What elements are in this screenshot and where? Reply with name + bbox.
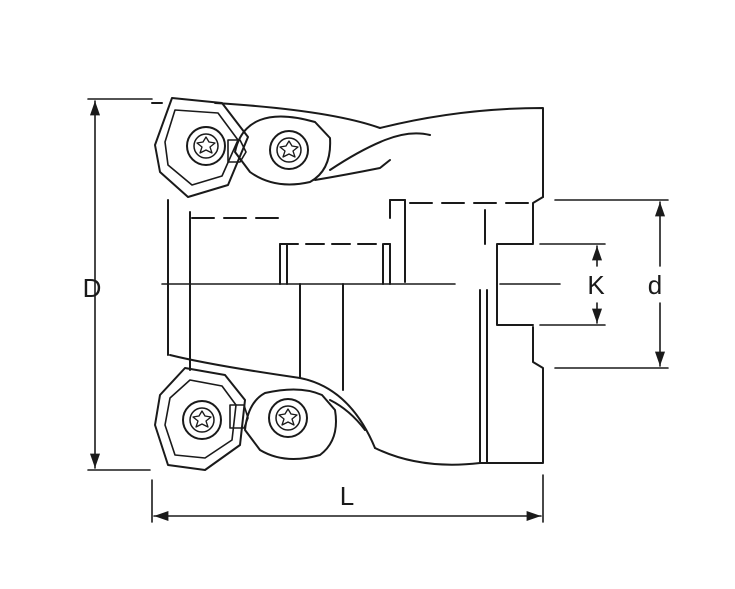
label-k: K: [587, 270, 605, 300]
insert-top-left: [154, 97, 249, 198]
dimension-l: [151, 474, 544, 523]
insert-top-right: [234, 115, 332, 186]
screw-top-left: [186, 126, 226, 166]
screw-top-right: [269, 130, 309, 170]
insert-bottom-left: [154, 367, 246, 471]
dimension-d-outer: [87, 98, 153, 471]
dimension-d-bore: [554, 199, 669, 369]
screw-bottom-right: [268, 398, 308, 438]
keyway-slot: [496, 243, 534, 326]
screw-bottom-left: [182, 400, 222, 440]
label-d-outer: D: [83, 273, 102, 303]
bottom-insert-assembly: [154, 367, 337, 471]
top-insert-assembly: [154, 97, 332, 198]
label-d-bore: d: [648, 270, 662, 300]
dimension-k: [539, 243, 606, 326]
label-l: L: [340, 481, 354, 511]
hidden-lines: [191, 199, 534, 391]
